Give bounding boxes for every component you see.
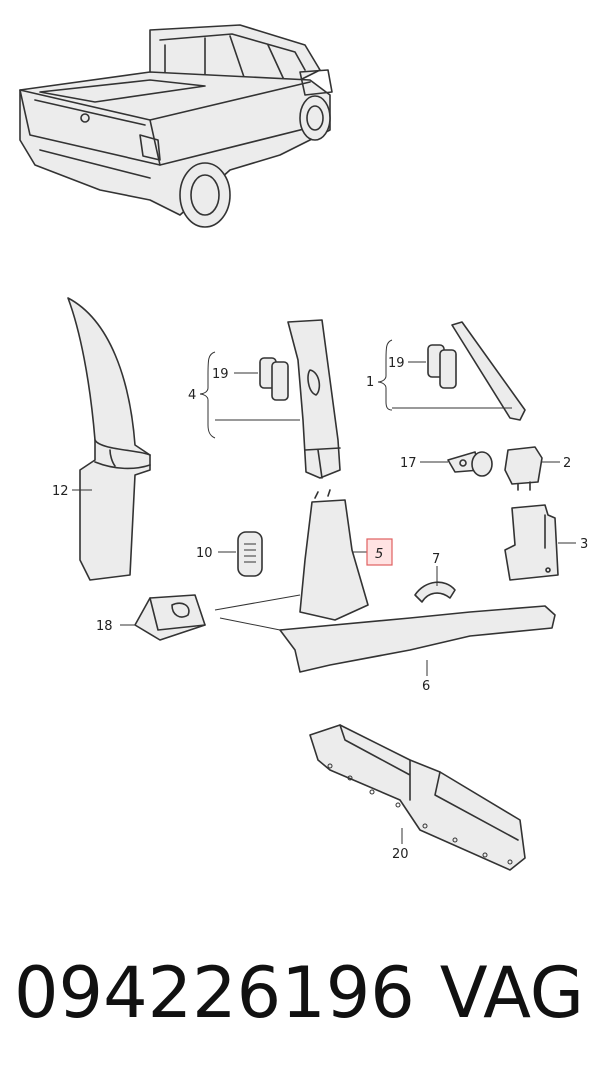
part-2-cover xyxy=(504,446,543,491)
part-3-trim-panel xyxy=(504,504,559,581)
callout-5: 5 xyxy=(375,547,383,562)
callout-17: 17 xyxy=(400,456,417,471)
callout-18: 18 xyxy=(96,619,113,634)
part-7-bracket xyxy=(414,581,456,603)
part-20-floor-channel xyxy=(309,724,526,871)
part-5-pillar-lower xyxy=(299,489,369,621)
part-1-trim-strip xyxy=(451,321,526,421)
callout-10: 10 xyxy=(196,546,213,561)
part-12-pillar-trim xyxy=(67,297,151,581)
vehicle-illustration xyxy=(19,24,333,228)
callout-2: 2 xyxy=(563,456,571,471)
callout-4: 4 xyxy=(188,388,196,403)
leader-lines xyxy=(72,339,576,844)
callout-3: 3 xyxy=(580,537,588,552)
part-19-clip-right xyxy=(427,344,457,389)
callout-1: 1 xyxy=(366,375,374,390)
callout-19a: 19 xyxy=(212,367,229,382)
callout-5-highlight xyxy=(366,538,393,566)
callout-20: 20 xyxy=(392,847,409,862)
part-10-grille-clip xyxy=(237,531,263,577)
part-4-pillar-upper xyxy=(287,319,341,479)
callout-7: 7 xyxy=(432,552,440,567)
callout-labels: 12 4 19 1 19 17 2 3 10 5 7 18 6 20 xyxy=(52,356,588,862)
brand-label: VAG xyxy=(439,952,584,1034)
part-18-support xyxy=(134,594,206,641)
part-19-clip-left xyxy=(259,357,289,401)
part-6-sill-trim xyxy=(214,594,556,673)
callout-19b: 19 xyxy=(388,356,405,371)
callout-12: 12 xyxy=(52,484,69,499)
part-number: 094226196 xyxy=(14,952,415,1034)
part-17-cap xyxy=(447,451,493,477)
callout-6: 6 xyxy=(422,679,430,694)
